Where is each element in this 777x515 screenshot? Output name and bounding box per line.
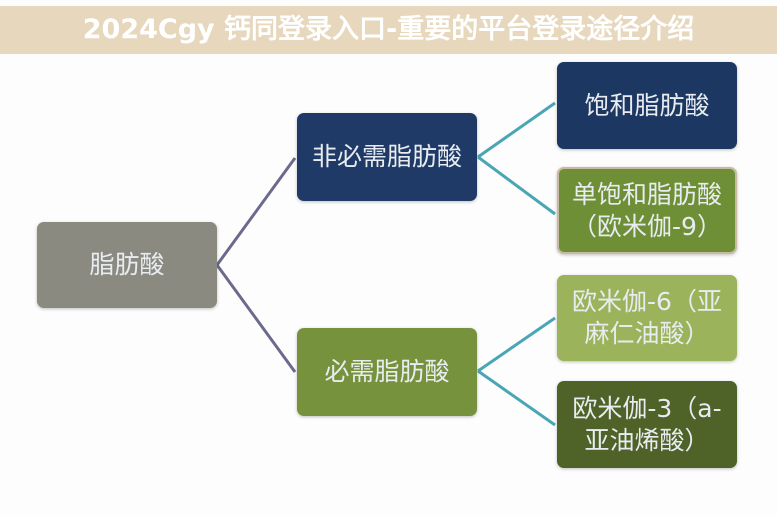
connector-nonessential-mono xyxy=(477,155,556,216)
node-label: 欧米伽-3（a-亚油烯酸） xyxy=(572,393,722,455)
node-label: 欧米伽-6（亚麻仁油酸） xyxy=(572,287,722,348)
connector-root-essential xyxy=(215,264,297,373)
connector-nonessential-saturated xyxy=(477,101,556,159)
banner-title: 2024Cgy 钙同登录入口-重要的平台登录途径介绍 xyxy=(82,14,695,45)
node-label: 单饱和脂肪酸（欧米伽-9） xyxy=(571,179,722,241)
node-omega6: 欧米伽-6（亚麻仁油酸） xyxy=(557,275,737,361)
node-label: 脂肪酸 xyxy=(89,250,165,279)
connector-root-nonessential xyxy=(215,157,297,266)
node-saturated: 饱和脂肪酸 xyxy=(557,62,737,149)
node-label: 必需脂肪酸 xyxy=(324,357,450,386)
node-label: 饱和脂肪酸 xyxy=(584,90,710,120)
node-root: 脂肪酸 xyxy=(37,222,217,308)
node-label: 非必需脂肪酸 xyxy=(311,142,462,171)
node-omega3: 欧米伽-3（a-亚油烯酸） xyxy=(557,381,737,468)
title-banner: 2024Cgy 钙同登录入口-重要的平台登录途径介绍 xyxy=(0,6,777,54)
connector-essential-omega6 xyxy=(477,316,556,373)
node-monounsaturated: 单饱和脂肪酸（欧米伽-9） xyxy=(557,167,737,254)
connector-essential-omega3 xyxy=(477,369,556,427)
node-nonessential: 非必需脂肪酸 xyxy=(297,113,477,201)
node-essential: 必需脂肪酸 xyxy=(297,328,477,416)
